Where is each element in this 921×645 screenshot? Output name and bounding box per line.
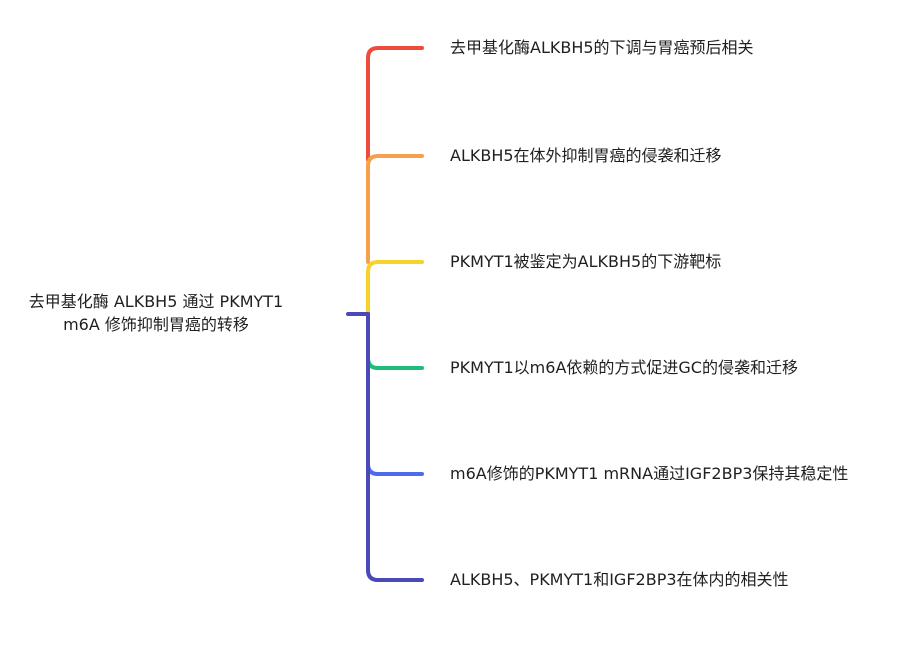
root-topic-line-2: m6A 修饰抑制胃癌的转移	[63, 315, 249, 334]
root-topic[interactable]: 去甲基化酶 ALKBH5 通过 PKMYT1 m6A 修饰抑制胃癌的转移	[6, 290, 306, 336]
branch-topic-2[interactable]: ALKBH5在体外抑制胃癌的侵袭和迁移	[450, 146, 722, 165]
branch-connector-3	[366, 260, 424, 316]
branch-topic-5[interactable]: m6A修饰的PKMYT1 mRNA通过IGF2BP3保持其稳定性	[450, 464, 849, 483]
branch-topic-4[interactable]: PKMYT1以m6A依赖的方式促进GC的侵袭和迁移	[450, 358, 798, 377]
branch-connector-2	[366, 154, 424, 264]
branch-connector-4	[366, 312, 424, 370]
root-topic-line-1: 去甲基化酶 ALKBH5 通过 PKMYT1	[28, 292, 284, 311]
branch-connector-1	[366, 46, 424, 162]
branch-connector-5	[366, 312, 424, 476]
branch-connector-6	[366, 312, 424, 582]
branch-topic-3[interactable]: PKMYT1被鉴定为ALKBH5的下游靶标	[450, 252, 722, 271]
branch-topic-6[interactable]: ALKBH5、PKMYT1和IGF2BP3在体内的相关性	[450, 570, 789, 589]
branch-topic-1[interactable]: 去甲基化酶ALKBH5的下调与胃癌预后相关	[450, 38, 754, 57]
